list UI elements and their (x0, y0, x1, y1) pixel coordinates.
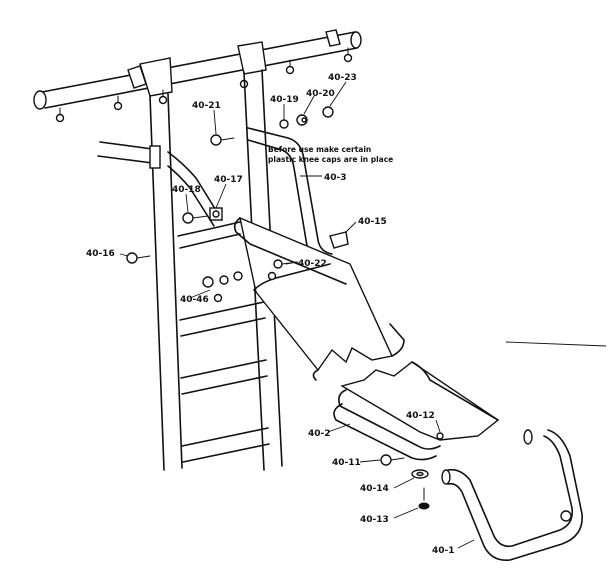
label-40-21: 40-21 (192, 101, 221, 111)
knob-40-21 (210, 134, 235, 146)
note-line-2: plastic knee caps are in place (268, 155, 393, 164)
label-40-22: 40-22 (298, 259, 327, 269)
foot-40-13 (418, 487, 430, 510)
label-40-20: 40-20 (306, 89, 335, 99)
label-40-11: 40-11 (332, 458, 361, 468)
upper-left-bracket (97, 141, 161, 169)
label-40-2: 40-2 (308, 429, 331, 439)
knobs-40-46 (202, 271, 243, 303)
knob-40-18 (182, 212, 209, 224)
note-text: Before use make certain plastic knee cap… (268, 145, 393, 164)
bolt-cluster-left (55, 89, 168, 123)
bolt-cluster-right (239, 47, 353, 89)
label-40-23: 40-23 (328, 73, 357, 83)
bracket-40-17 (209, 207, 223, 221)
label-40-18: 40-18 (172, 185, 201, 195)
label-40-3: 40-3 (324, 173, 347, 183)
label-40-15: 40-15 (358, 217, 387, 227)
label-40-14: 40-14 (360, 484, 389, 494)
seat-frame-40-2 (333, 361, 500, 461)
bolts-40-22 (267, 259, 299, 281)
cap-40-15 (329, 231, 349, 249)
top-crossbar (33, 29, 362, 123)
knob-40-11 (380, 454, 405, 466)
label-40-46: 40-46 (180, 295, 209, 305)
label-40-12: 40-12 (406, 411, 435, 421)
label-40-19: 40-19 (270, 95, 299, 105)
label-40-13: 40-13 (360, 515, 389, 525)
washer-40-14 (411, 469, 429, 479)
hardware (126, 106, 444, 510)
incline-board (177, 216, 405, 381)
label-40-1: 40-1 (432, 546, 455, 556)
label-40-17: 40-17 (214, 175, 243, 185)
foot-bar-40-1 (441, 429, 583, 562)
leader-lines (119, 81, 607, 549)
note-line-1: Before use make certain (268, 145, 371, 154)
label-40-16: 40-16 (86, 249, 115, 259)
part-labels: 40-21 40-19 40-20 40-23 40-3 40-18 40-17… (86, 73, 455, 556)
knob-40-16 (126, 252, 151, 264)
bolt-40-12 (436, 432, 444, 440)
